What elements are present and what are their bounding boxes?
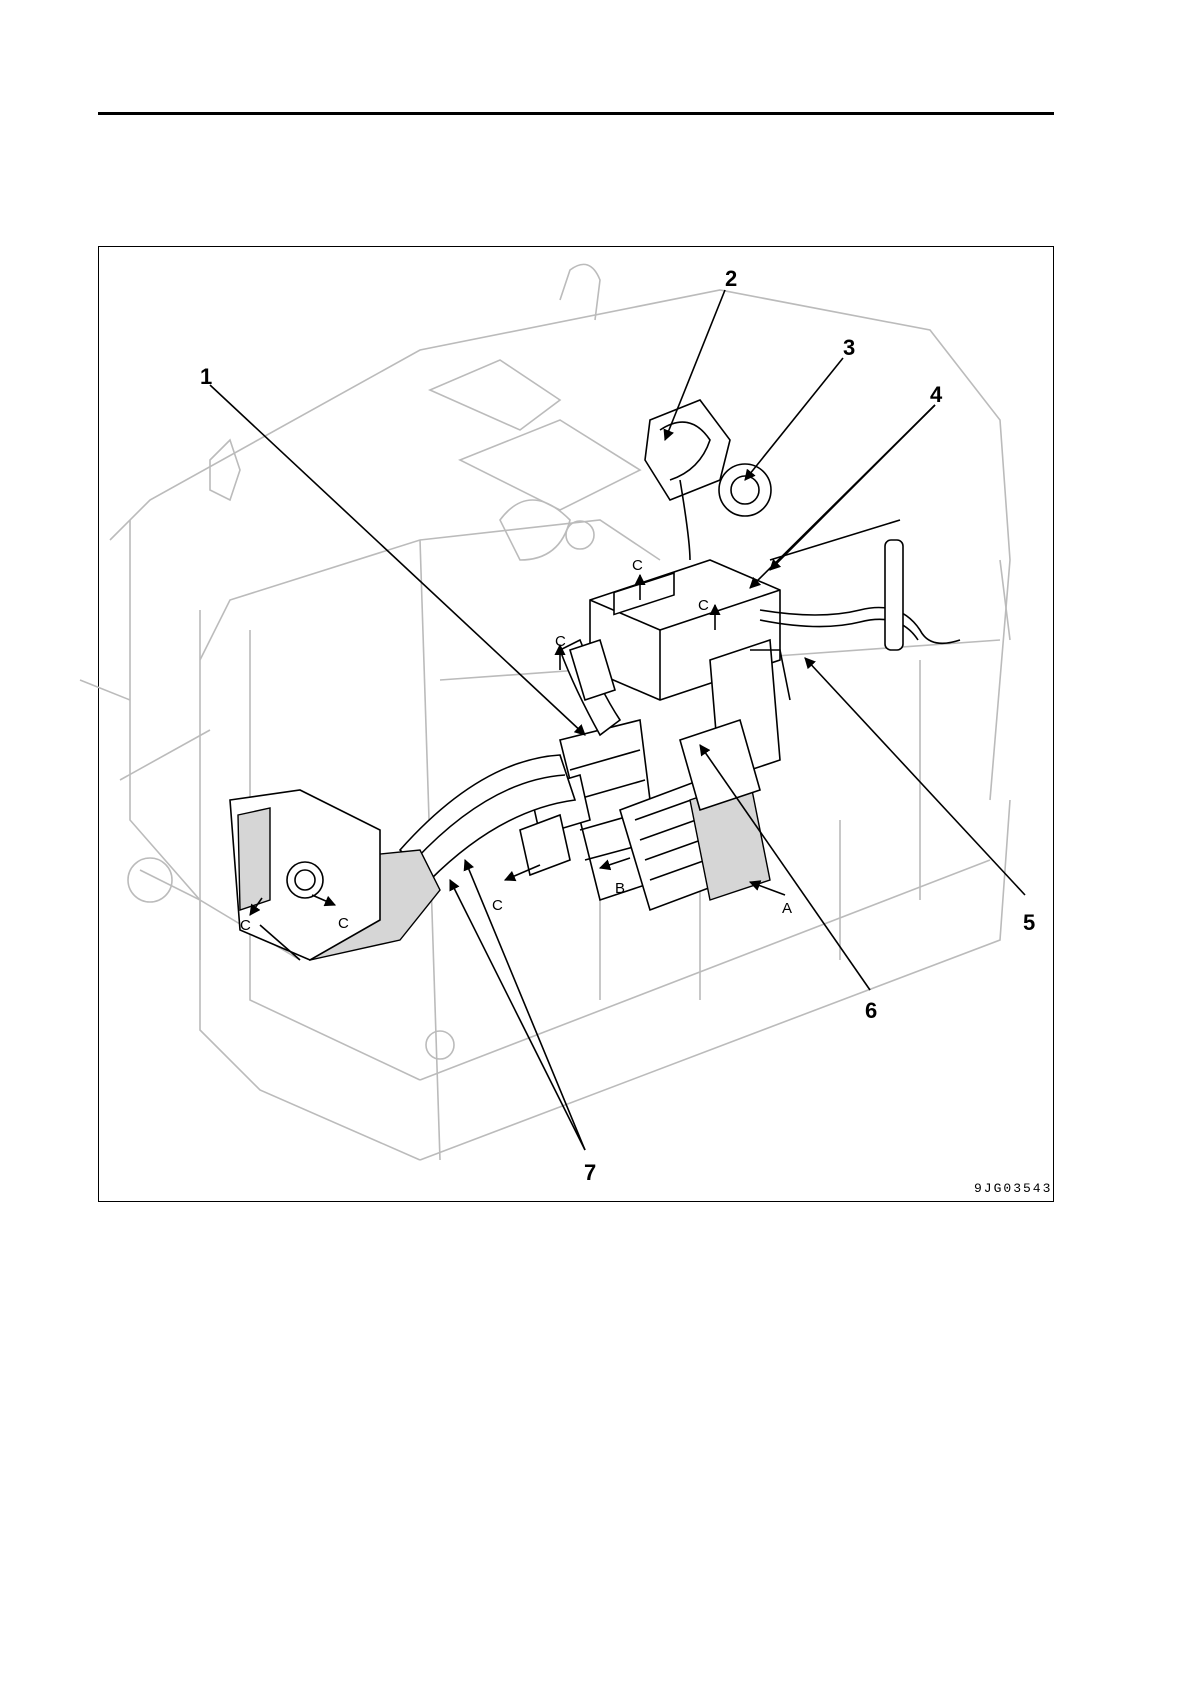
cab-ghost-outline [80, 264, 1010, 1160]
flow-label-b: B [615, 880, 625, 897]
callout-4: 4 [930, 382, 943, 407]
flow-label-c-1: C [632, 557, 643, 574]
flow-label-c-3: C [555, 633, 566, 650]
front-duct-assembly [230, 755, 575, 960]
flow-label-c-2: C [698, 597, 709, 614]
callout-6: 6 [865, 998, 877, 1023]
flow-label-c-6: C [338, 915, 349, 932]
callout-5: 5 [1023, 910, 1035, 935]
compressor-assembly [645, 400, 771, 560]
flow-label-c-4: C [492, 897, 503, 914]
condenser-piping [750, 520, 960, 700]
callout-7: 7 [584, 1160, 596, 1185]
callout-3: 3 [843, 335, 855, 360]
callout-1: 1 [200, 364, 212, 389]
figure-id: 9JG03543 [974, 1181, 1052, 1196]
callout-2: 2 [725, 266, 737, 291]
flow-label-c-5: C [240, 917, 251, 934]
flow-label-a: A [782, 900, 792, 917]
